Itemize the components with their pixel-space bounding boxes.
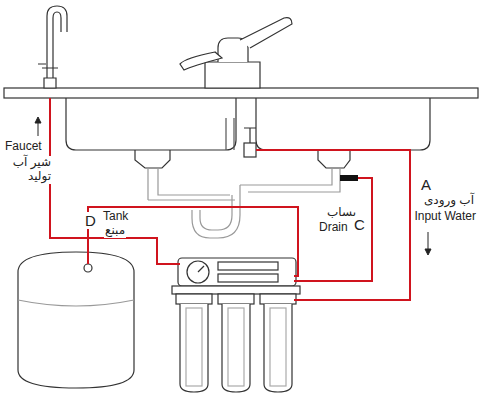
tank-seam [18, 300, 134, 306]
input-water-line [256, 150, 410, 300]
kitchen-faucet [205, 62, 260, 88]
input-water-label-fa: آب ورودی [423, 194, 475, 208]
faucet-label-fa: شیر آب تولید [6, 156, 52, 184]
post-filter [218, 274, 278, 282]
ro-faucet [47, 6, 67, 78]
input-water-label: Input Water [413, 210, 477, 224]
membrane-housing [178, 258, 296, 286]
callout-letter: D [84, 212, 97, 229]
sink-drain [318, 150, 350, 168]
flow-arrowhead [425, 249, 431, 255]
drain-saddle [340, 175, 358, 181]
sink-basin [66, 98, 236, 150]
drain-line [294, 178, 372, 281]
faucet-handle [240, 18, 292, 48]
tank-port [84, 264, 92, 272]
faucet-label: Faucet [4, 140, 43, 154]
product-water-line [50, 98, 180, 264]
inlet-valve [244, 128, 256, 143]
tank-label-fa: مبنع [104, 224, 126, 238]
flow-arrowhead [35, 117, 41, 123]
p-trap [192, 185, 240, 238]
post-filter [218, 262, 278, 270]
waste-pipe [240, 168, 340, 192]
tank-line [88, 207, 298, 276]
pressure-tank [18, 252, 134, 388]
mounting-bracket [172, 286, 300, 294]
ro-faucet-lever [38, 64, 58, 68]
gauge-needle [198, 266, 204, 272]
waste-pipe [148, 168, 235, 200]
spout [180, 52, 222, 70]
filter-housings [176, 294, 296, 392]
drain-label: Drain [318, 221, 349, 235]
sink-drain [135, 150, 170, 168]
supply-pipe [226, 118, 234, 150]
countertop [4, 88, 478, 98]
tank-label: Tank [102, 210, 129, 224]
pressure-gauge [187, 261, 209, 283]
inlet-valve [244, 143, 256, 157]
ro-faucet [44, 78, 56, 88]
callout-letter: A [420, 176, 432, 193]
sink-basin [256, 98, 430, 150]
callout-letter: C [353, 216, 366, 233]
